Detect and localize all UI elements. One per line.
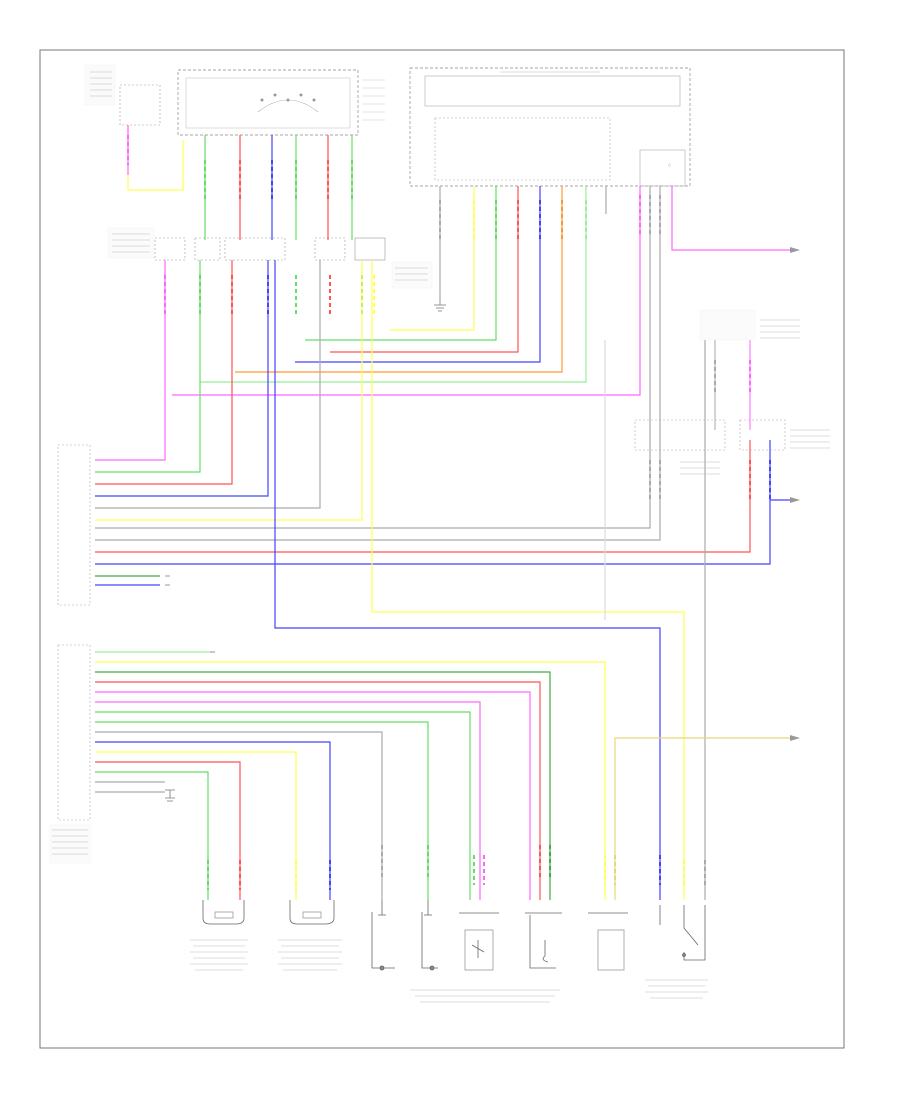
ground-symbols xyxy=(165,300,446,802)
lower-connector-markers xyxy=(207,845,706,890)
top-switch-assembly xyxy=(177,69,385,136)
right-sensors xyxy=(634,309,830,500)
wires-junction-to-ecm xyxy=(95,260,790,900)
svg-text:○: ○ xyxy=(668,163,671,167)
bottom-components xyxy=(202,900,706,971)
combination-meter: ○ xyxy=(409,67,691,187)
connector-markers xyxy=(127,135,661,315)
junction-connectors xyxy=(107,227,433,289)
diagram-frame xyxy=(39,49,845,1049)
wires-top xyxy=(127,125,790,420)
component-label-stripes xyxy=(190,939,708,1003)
ecm-connector xyxy=(49,444,91,864)
wires-lower xyxy=(95,651,790,900)
off-page-arrows xyxy=(790,247,800,741)
top-left-sensor xyxy=(84,64,161,126)
